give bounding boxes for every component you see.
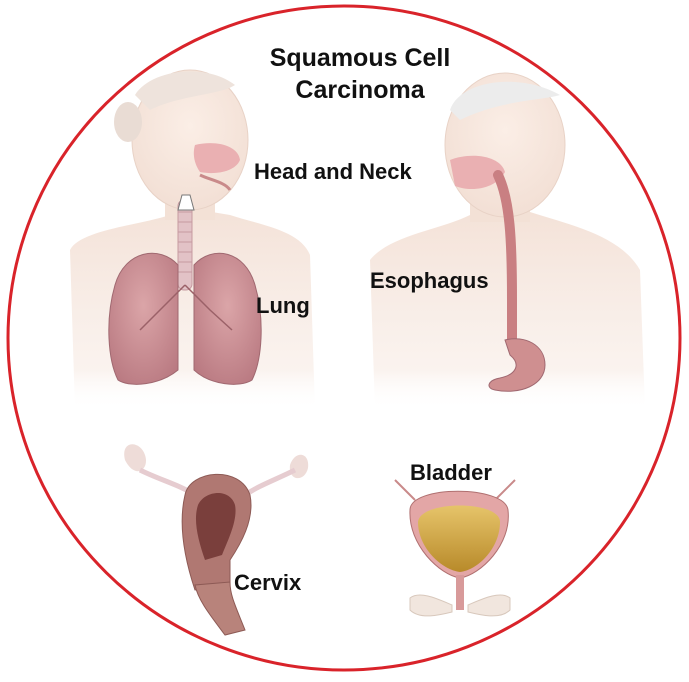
label-cervix: Cervix — [234, 570, 301, 596]
male-figure — [370, 73, 645, 410]
bladder-illustration — [395, 480, 515, 616]
trachea-shape — [178, 200, 192, 290]
title-line-2: Carcinoma — [240, 76, 480, 105]
label-esophagus: Esophagus — [370, 268, 489, 294]
uterus-illustration — [124, 444, 308, 635]
title-line-1: Squamous Cell — [240, 44, 480, 73]
female-figure — [70, 70, 315, 410]
label-lung: Lung — [256, 293, 310, 319]
label-head-and-neck: Head and Neck — [254, 159, 412, 185]
label-bladder: Bladder — [410, 460, 492, 486]
